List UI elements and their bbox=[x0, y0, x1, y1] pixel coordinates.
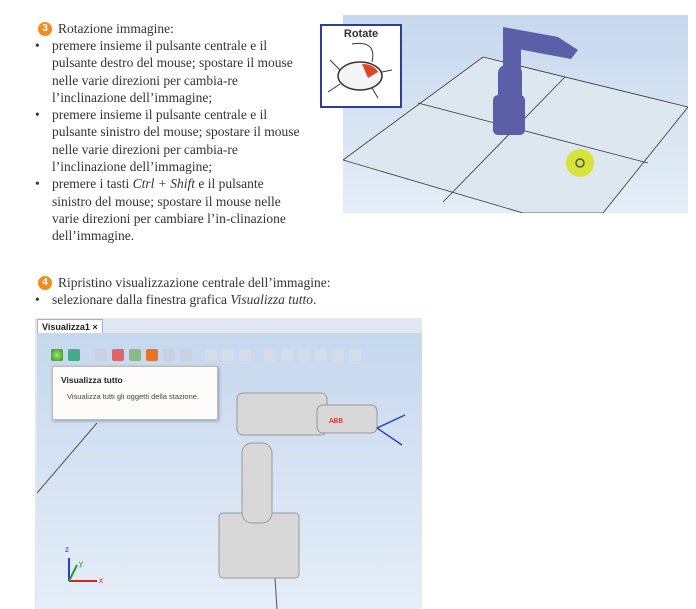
text: e il pulsante sinistro del mouse; sposta… bbox=[52, 176, 286, 244]
text: . bbox=[313, 292, 317, 307]
view-all-button[interactable] bbox=[51, 349, 63, 361]
rotation-screenshot bbox=[342, 15, 689, 214]
step-number-badge: 3 bbox=[38, 21, 52, 36]
view-button[interactable] bbox=[180, 349, 192, 361]
instruction-list: selezionare dalla finestra grafica Visua… bbox=[35, 291, 435, 309]
instruction-list: premere insieme il pulsante centrale e i… bbox=[35, 37, 435, 245]
view-button[interactable] bbox=[129, 349, 141, 361]
section-heading: Ripristino visualizzazione centrale dell… bbox=[58, 275, 331, 290]
list-item: premere insieme il pulsante centrale e i… bbox=[35, 106, 304, 175]
section-header: 3 Rotazione immagine: bbox=[38, 20, 435, 37]
text-column: 3 Rotazione immagine: premere insieme il… bbox=[35, 20, 435, 609]
emphasis: Visualizza tutto bbox=[230, 292, 314, 307]
y-axis-icon bbox=[68, 564, 78, 582]
rotate-button[interactable] bbox=[95, 349, 107, 361]
axis-z-label: z bbox=[65, 545, 69, 554]
section-header: 4 Ripristino visualizzazione centrale de… bbox=[38, 274, 435, 291]
view-button[interactable] bbox=[163, 349, 175, 361]
inset-label: Rotate bbox=[343, 28, 379, 40]
abb-logo: ABB bbox=[329, 418, 343, 425]
viewport: ABB x y z bbox=[37, 333, 422, 609]
mouse-icon bbox=[327, 42, 393, 99]
view-center-button[interactable] bbox=[68, 349, 80, 361]
section-4: 4 Ripristino visualizzazione centrale de… bbox=[35, 274, 435, 318]
list-item: selezionare dalla finestra grafica Visua… bbox=[35, 291, 435, 309]
snap-button[interactable] bbox=[298, 349, 310, 361]
text: premere i tasti bbox=[52, 176, 133, 192]
robot-scene: ABB bbox=[37, 392, 406, 609]
text: selezionare dalla finestra grafica bbox=[52, 292, 231, 307]
close-icon[interactable]: × bbox=[92, 322, 98, 332]
tab-label: Visualizza1 bbox=[42, 322, 90, 332]
snap-button[interactable] bbox=[349, 349, 361, 361]
list-item: premere insieme il pulsante centrale e i… bbox=[35, 37, 304, 106]
robot-scene bbox=[342, 27, 689, 214]
viewer-window: Visualizza1 × ABB x y z bbox=[35, 318, 422, 609]
tooltip-body: Visualizza tutti gli oggetti della stazi… bbox=[67, 392, 200, 401]
snap-button[interactable] bbox=[332, 349, 344, 361]
snap-button[interactable] bbox=[264, 349, 276, 361]
tooltip: Visualizza tutto Visualizza tutti gli og… bbox=[52, 366, 218, 420]
view-toolbar bbox=[51, 349, 361, 361]
view-button[interactable] bbox=[146, 349, 158, 361]
snap-button[interactable] bbox=[205, 349, 217, 361]
snap-button[interactable] bbox=[239, 349, 251, 361]
snap-button[interactable] bbox=[281, 349, 293, 361]
step-number-badge: 4 bbox=[38, 275, 52, 290]
tab-visualizza1[interactable]: Visualizza1 × bbox=[37, 319, 103, 334]
list-item: premere i tasti Ctrl + Shift e il pulsan… bbox=[35, 175, 304, 244]
snap-button[interactable] bbox=[315, 349, 327, 361]
keys: Ctrl + Shift bbox=[132, 176, 195, 192]
section-heading: Rotazione immagine: bbox=[58, 21, 174, 36]
snap-button[interactable] bbox=[222, 349, 234, 361]
view-button[interactable] bbox=[112, 349, 124, 361]
tooltip-title: Visualizza tutto bbox=[61, 375, 123, 385]
axis-y-label: y bbox=[79, 559, 83, 568]
section-3: 3 Rotazione immagine: premere insieme il… bbox=[35, 20, 435, 274]
rotate-mouse-inset: Rotate bbox=[320, 24, 402, 108]
axis-x-label: x bbox=[99, 576, 103, 585]
